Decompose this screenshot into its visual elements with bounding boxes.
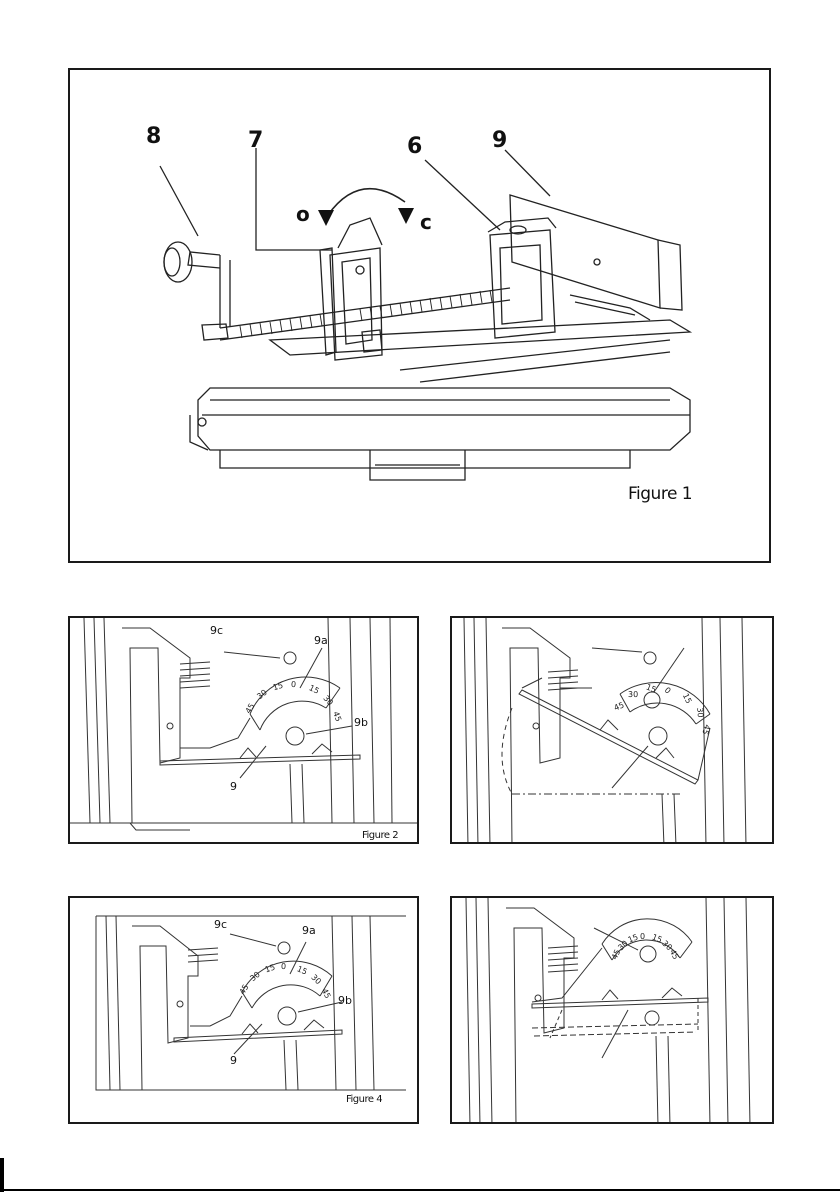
callout-9: 9 [492, 128, 507, 153]
figure-2-caption: Figure 2 [362, 830, 398, 841]
figure-5-drawing [452, 898, 774, 1124]
callout-8: 8 [146, 124, 161, 149]
label-9a: 9a [314, 634, 328, 647]
direction-open-label: o [296, 202, 310, 226]
callout-7: 7 [248, 128, 263, 153]
figure-5-panel [450, 896, 774, 1124]
label-9: 9 [230, 1054, 237, 1067]
figure-3-panel [450, 616, 774, 844]
figure-2-drawing [70, 618, 419, 844]
figure-4-panel: 9c 9a 9b 9 Figure 4 [68, 896, 419, 1124]
callout-6: 6 [407, 134, 422, 159]
label-9: 9 [230, 780, 237, 793]
figure-1-caption: Figure 1 [628, 484, 692, 504]
scale-tick-label: 0 [281, 962, 286, 971]
figure-3-drawing [452, 618, 774, 844]
page-edge-mark [0, 1158, 4, 1192]
direction-close-label: c [420, 210, 432, 234]
scale-tick-label: 30 [628, 690, 638, 699]
bottom-rule [0, 1189, 840, 1191]
figure-4-caption: Figure 4 [346, 1094, 382, 1105]
label-9b: 9b [338, 994, 352, 1007]
figure-4-drawing [70, 898, 419, 1124]
label-9a: 9a [302, 924, 316, 937]
figure-2-panel: 9c 9a 9b 9 Figure 2 [68, 616, 419, 844]
scale-tick-label: 0 [640, 932, 645, 941]
scale-tick-label: 30 [695, 707, 705, 718]
figure-1-panel: 8 7 6 9 o c Figure 1 [68, 68, 771, 563]
label-9c: 9c [210, 624, 223, 637]
label-9c: 9c [214, 918, 227, 931]
scale-tick-label: 0 [291, 680, 297, 689]
label-9b: 9b [354, 716, 368, 729]
